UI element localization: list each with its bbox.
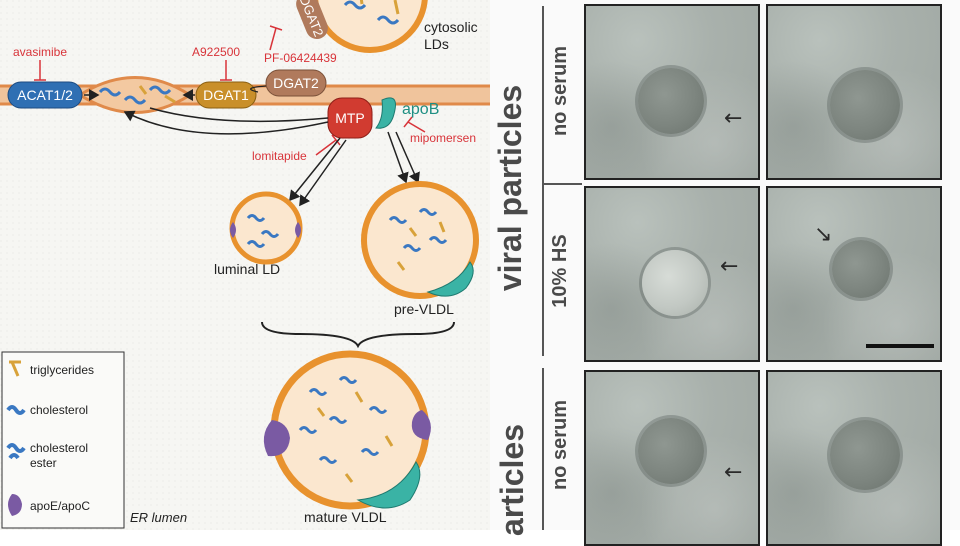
row-separator: [542, 183, 582, 185]
cholesterol-ester-icon: [6, 443, 26, 460]
arrow-down-right-icon: ↘: [814, 222, 833, 247]
svg-text:mipomersen: mipomersen: [410, 131, 476, 145]
micrograph-r1c2: [766, 4, 942, 180]
apob-protein: apoB: [375, 97, 439, 129]
svg-text:lomitapide: lomitapide: [252, 149, 307, 163]
micrograph-r2c2: ↘: [766, 186, 942, 362]
svg-text:A922500: A922500: [192, 45, 240, 59]
svg-text:DGAT2: DGAT2: [273, 75, 319, 91]
scale-bar: [866, 344, 934, 348]
svg-text:MTP: MTP: [335, 110, 365, 126]
luminal-ld-droplet: [229, 191, 303, 265]
svg-text:avasimibe: avasimibe: [13, 45, 67, 59]
micrograph-r3c2: [766, 370, 942, 546]
arrow-left-icon: ←: [720, 254, 739, 279]
legend-cholesterol-ester-1: cholesterol: [30, 441, 88, 455]
row-label-10-hs: 10% HS: [549, 234, 571, 308]
svg-text:apoB: apoB: [402, 101, 439, 118]
inhibitor-mipomersen: mipomersen: [403, 116, 476, 145]
row-label-no-serum-2: no serum: [549, 399, 571, 491]
inhibitor-pf06424439: PF-06424439: [264, 25, 337, 65]
row-label-no-serum-1: no serum: [549, 45, 571, 137]
mature-vldl-label: mature VLDL: [304, 509, 387, 525]
svg-text:PF-06424439: PF-06424439: [264, 51, 337, 65]
cholesterol-icon: [6, 405, 26, 415]
inhibitor-a922500: A922500: [192, 45, 240, 81]
legend-box: triglycerides cholesterol cholesterol es…: [1, 351, 125, 529]
cytosolic-label-line1: cytosolic: [424, 19, 478, 35]
arrow-left-icon: ←: [724, 460, 743, 485]
lipid-transfer-arrows: [123, 107, 420, 207]
mtp-enzyme: MTP: [327, 97, 373, 139]
dgat1-enzyme: DGAT1: [195, 81, 257, 109]
pre-vldl-droplet: [361, 181, 479, 299]
vldl-assembly-diagram: DGAT2 cytosolic LDs avasimibe A922500 PF…: [0, 0, 490, 530]
luminal-ld-label: luminal LD: [214, 261, 280, 277]
svg-text:DGAT1: DGAT1: [203, 87, 249, 103]
svg-text:ACAT1/2: ACAT1/2: [17, 87, 73, 103]
micrograph-r1c1: ←: [584, 4, 760, 180]
group-separator-2: [542, 368, 544, 530]
mature-vldl-droplet: [263, 350, 431, 510]
legend-triglycerides: triglycerides: [30, 363, 94, 377]
cytosolic-label-line2: LDs: [424, 36, 449, 52]
micrograph-panel: viral particles articles no serum 10% HS…: [490, 0, 960, 546]
inhibitor-lomitapide: lomitapide: [252, 134, 341, 163]
group-label-viral-particles: viral particles: [492, 84, 528, 292]
er-lumen-label: ER lumen: [130, 510, 187, 525]
triglyceride-icon: [9, 360, 21, 377]
micrograph-r3c1: ←: [584, 370, 760, 546]
group-label-particles-bottom: articles: [494, 423, 530, 537]
inhibitor-avasimibe: avasimibe: [13, 45, 67, 81]
dgat2-enzyme: DGAT2: [265, 69, 327, 97]
legend-apoe-apoc: apoE/apoC: [30, 499, 90, 513]
arrow-left-icon: ←: [724, 106, 743, 131]
acat-enzyme: ACAT1/2: [7, 81, 83, 109]
merge-brace: [261, 321, 455, 349]
legend-cholesterol-ester-2: ester: [30, 456, 57, 470]
pre-vldl-label: pre-VLDL: [394, 301, 454, 317]
micrograph-r2c1: ←: [584, 186, 760, 362]
group-separator: [542, 6, 544, 356]
legend-cholesterol: cholesterol: [30, 403, 88, 417]
apoe-apoc-icon: [8, 494, 22, 516]
cytosolic-lipid-droplet: [312, 0, 428, 53]
